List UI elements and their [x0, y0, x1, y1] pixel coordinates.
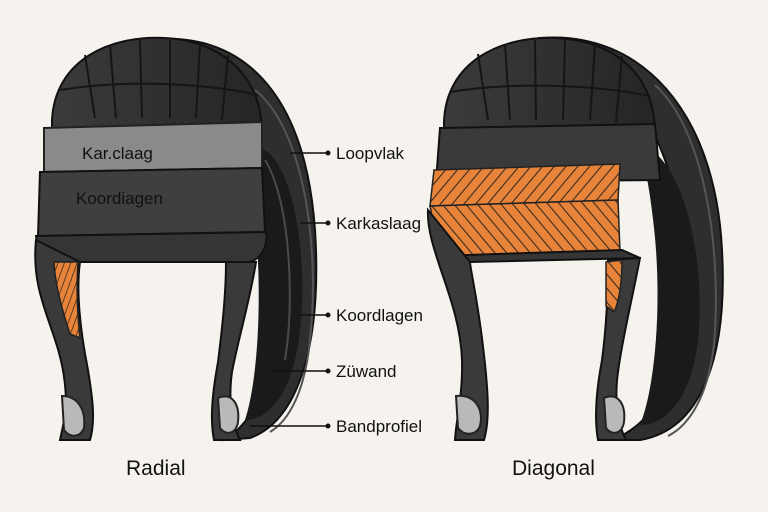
radial-bead-left [60, 394, 86, 437]
diagonal-left-leg [426, 207, 489, 441]
label-loopvlak: Loopvlak [336, 144, 405, 163]
caption-radial: Radial [126, 457, 186, 480]
label-karkaslaag: Karkaslaag [336, 214, 422, 233]
diagonal-bead-left [454, 394, 482, 435]
diagonal-cord-layer-a [429, 163, 621, 207]
radial-tire [34, 36, 318, 442]
diagonal-tread-grooves [449, 39, 651, 123]
radial-tread-crown [51, 36, 264, 142]
label-koordlagen: Koordlagen [336, 306, 423, 325]
label-zijwand: Züwand [336, 362, 397, 381]
leader-dots [325, 150, 331, 429]
band-top-label: Kar.claag [82, 144, 153, 163]
radial-ridge [254, 89, 314, 433]
diagonal-cord-strip [605, 259, 623, 314]
caption-diagonal: Diagonal [512, 457, 595, 480]
radial-right-leg [210, 261, 258, 441]
radial-ridge [264, 159, 291, 361]
diagonal-tire-ring [537, 36, 724, 441]
radial-band-top [43, 120, 263, 174]
radial-tread-grooves [59, 39, 259, 121]
diagonal-bead-right [602, 395, 626, 434]
radial-left-leg [34, 238, 95, 441]
label-bandprofiel: Bandprofiel [336, 417, 423, 436]
diagonal-ridge [654, 84, 717, 437]
radial-bead-right [216, 395, 240, 434]
diagonal-tire-hole [640, 150, 700, 425]
leader-lines [250, 152, 328, 427]
radial-cord-strip [53, 261, 81, 340]
diagonal-tire [426, 36, 724, 441]
band-bottom-label: Koordiagen [76, 189, 163, 208]
diagonal-right-leg [594, 256, 642, 441]
